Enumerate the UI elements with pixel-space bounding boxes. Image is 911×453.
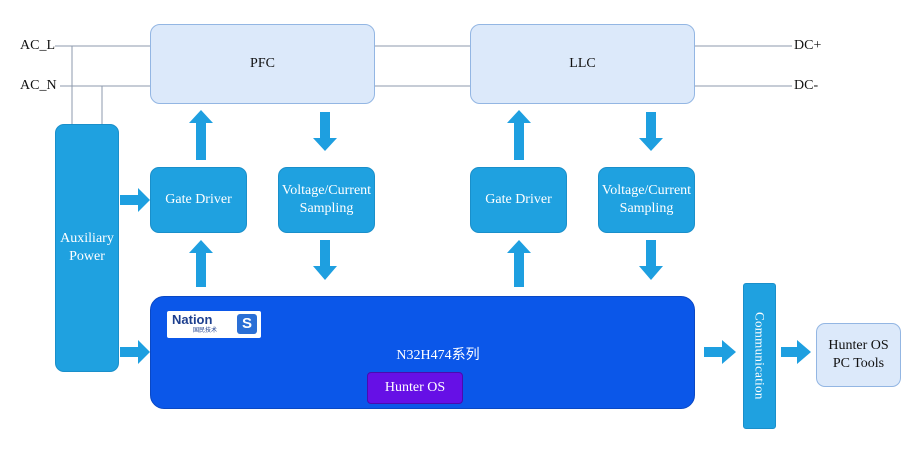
gate-driver-llc-label: Gate Driver xyxy=(485,192,552,207)
logo-wordmark: Nation xyxy=(172,312,213,327)
arrow-sampling-to-mcu-llc xyxy=(639,240,663,280)
nation-logo: Nation 国民技术 S xyxy=(167,311,261,338)
arrow-gate-to-llc xyxy=(507,110,531,160)
pc-tools-line-1: Hunter OS xyxy=(828,338,889,353)
communication-block: Communication xyxy=(743,283,776,429)
pc-tools-line-2: PC Tools xyxy=(832,356,885,371)
arrow-mcu-to-gate-llc xyxy=(507,240,531,287)
hunter-os-label: Hunter OS xyxy=(384,380,446,395)
gate-driver-pfc-label: Gate Driver xyxy=(165,192,232,207)
pc-tools-block: Hunter OS PC Tools xyxy=(816,323,901,387)
sampling-pfc-line-2: Sampling xyxy=(299,201,354,216)
arrow-aux-to-gate xyxy=(120,188,150,212)
gate-driver-llc-block: Gate Driver xyxy=(470,167,567,233)
arrow-mcu-to-gate-pfc xyxy=(189,240,213,287)
arrow-gate-to-pfc xyxy=(189,110,213,160)
sampling-pfc-line-1: Voltage/Current xyxy=(281,183,372,198)
gate-driver-pfc-block: Gate Driver xyxy=(150,167,247,233)
arrow-sampling-to-mcu-pfc xyxy=(313,240,337,280)
arrow-pfc-to-sampling xyxy=(313,112,337,151)
sampling-llc-block: Voltage/Current Sampling xyxy=(598,167,695,233)
auxiliary-power-line-1: Auxiliary xyxy=(60,231,114,246)
logo-emblem-letter: S xyxy=(241,315,252,332)
auxiliary-power-block: Auxiliary Power xyxy=(55,124,119,372)
communication-label: Communication xyxy=(752,312,768,400)
dc-plus-label: DC+ xyxy=(794,38,822,53)
arrow-comm-to-pc xyxy=(781,340,811,364)
ac-n-label: AC_N xyxy=(20,78,57,93)
sampling-pfc-block: Voltage/Current Sampling xyxy=(278,167,375,233)
arrow-aux-to-mcu xyxy=(120,340,150,364)
arrow-llc-to-sampling xyxy=(639,112,663,151)
sampling-llc-line-1: Voltage/Current xyxy=(601,183,692,198)
dc-minus-label: DC- xyxy=(794,78,819,93)
pfc-label: PFC xyxy=(250,56,275,71)
arrow-mcu-to-comm xyxy=(704,340,736,364)
sampling-llc-line-2: Sampling xyxy=(619,201,674,216)
llc-label: LLC xyxy=(569,56,596,71)
logo-emblem-icon: S xyxy=(237,314,257,334)
ac-l-label: AC_L xyxy=(20,38,55,53)
pfc-block: PFC xyxy=(150,24,375,104)
auxiliary-power-line-2: Power xyxy=(69,249,105,264)
logo-subtitle: 国民技术 xyxy=(193,327,218,334)
llc-block: LLC xyxy=(470,24,695,104)
mcu-title: N32H474系列 xyxy=(396,348,480,363)
hunter-os-block: Hunter OS xyxy=(367,372,463,404)
